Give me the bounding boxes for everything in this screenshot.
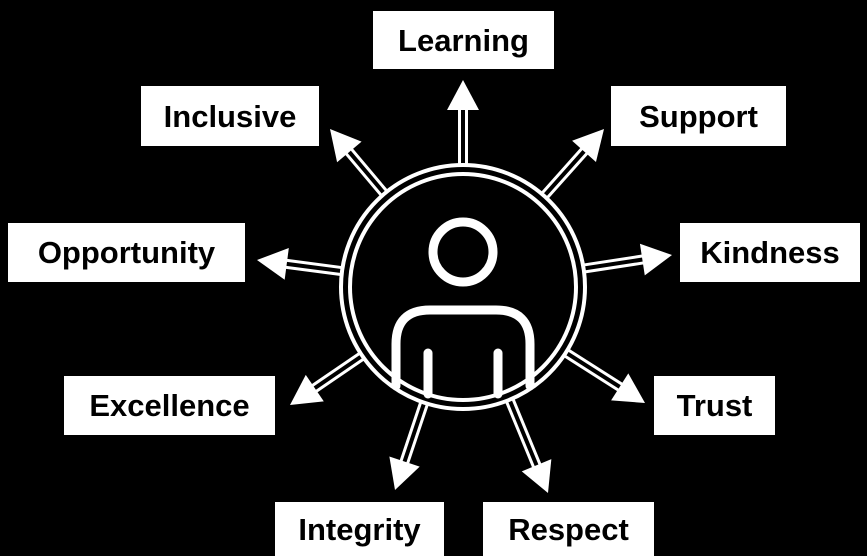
arrow-integrity [389,397,431,490]
value-label-kindness: Kindness [680,223,860,282]
center-circle [339,163,587,411]
arrow-kindness [578,243,672,276]
value-label-trust: Trust [654,376,775,435]
arrow-inclusive [330,129,391,200]
arrow-excellence [290,349,369,405]
value-label-excellence: Excellence [64,376,275,435]
value-label-support: Support [611,86,786,146]
value-label-integrity: Integrity [275,502,444,556]
arrows [257,80,672,493]
value-label-inclusive: Inclusive [141,86,319,146]
arrow-support [537,129,604,203]
person-icon [391,217,535,399]
arrow-opportunity [257,248,347,280]
arrow-trust [559,346,645,403]
arrow-learning [447,80,479,169]
value-label-respect: Respect [483,502,654,556]
arrow-respect [503,394,552,493]
value-label-opportunity: Opportunity [8,223,245,282]
value-label-learning: Learning [373,11,554,69]
